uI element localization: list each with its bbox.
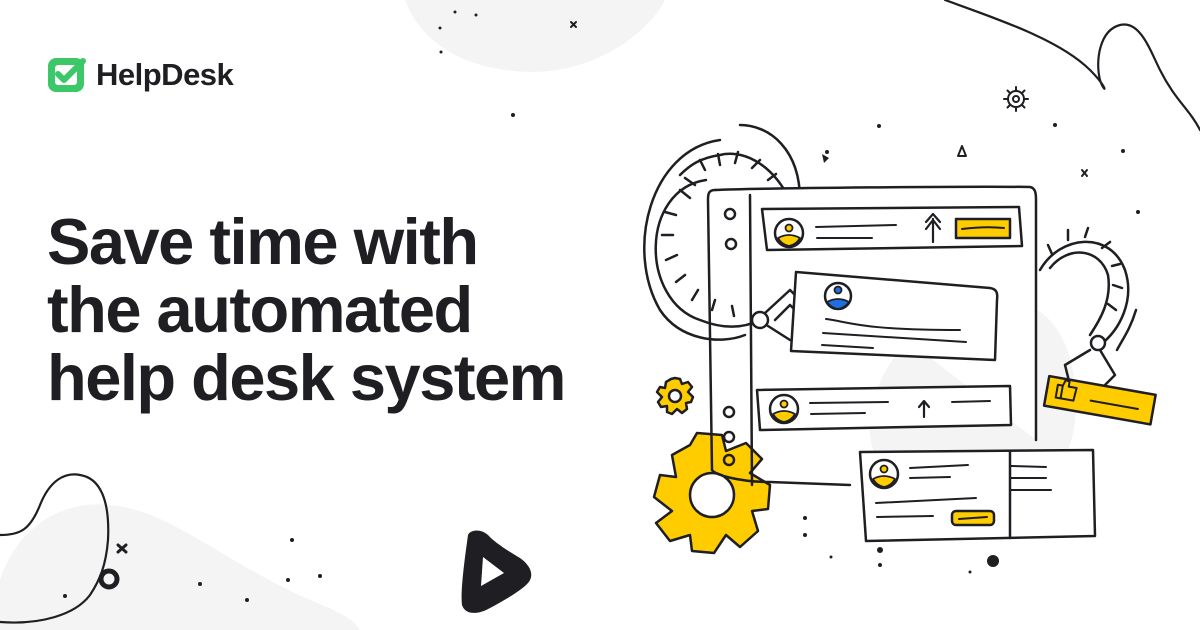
cross-icon <box>116 543 128 554</box>
ticket-card-4 <box>858 448 1097 543</box>
triangle-icon <box>822 154 829 163</box>
background-blob-top <box>405 0 665 72</box>
squiggle-line-top <box>943 0 1200 132</box>
cross-icon <box>570 21 577 28</box>
thumbs-up-icon <box>1054 379 1078 402</box>
brand-logo[interactable]: HelpDesk <box>47 55 234 95</box>
gear-icon <box>1003 86 1029 112</box>
headline-line-2: the automated <box>47 273 473 346</box>
cross-icon <box>1081 169 1088 177</box>
ring-icon <box>98 568 120 590</box>
background-blob-bottom-left <box>0 504 360 630</box>
gear-icon-yellow-small <box>655 376 695 416</box>
ticket-row-3 <box>755 384 1013 432</box>
headline: Save time with the automated help desk s… <box>47 205 566 414</box>
squiggle-line-bottom <box>0 473 110 624</box>
brand-name: HelpDesk <box>96 57 234 92</box>
headline-line-1: Save time with <box>47 205 479 278</box>
gear-icon-yellow-large <box>652 431 772 555</box>
ticket-card-2 <box>789 270 999 362</box>
headline-line-3: help desk system <box>47 341 566 414</box>
robot-arm-right <box>1038 226 1138 392</box>
decorative-dots <box>63 10 1140 602</box>
ticket-row-1 <box>760 205 1024 252</box>
feedback-card <box>1042 374 1157 426</box>
triangle-icon <box>957 145 967 157</box>
checkbox-check-icon <box>48 58 86 92</box>
